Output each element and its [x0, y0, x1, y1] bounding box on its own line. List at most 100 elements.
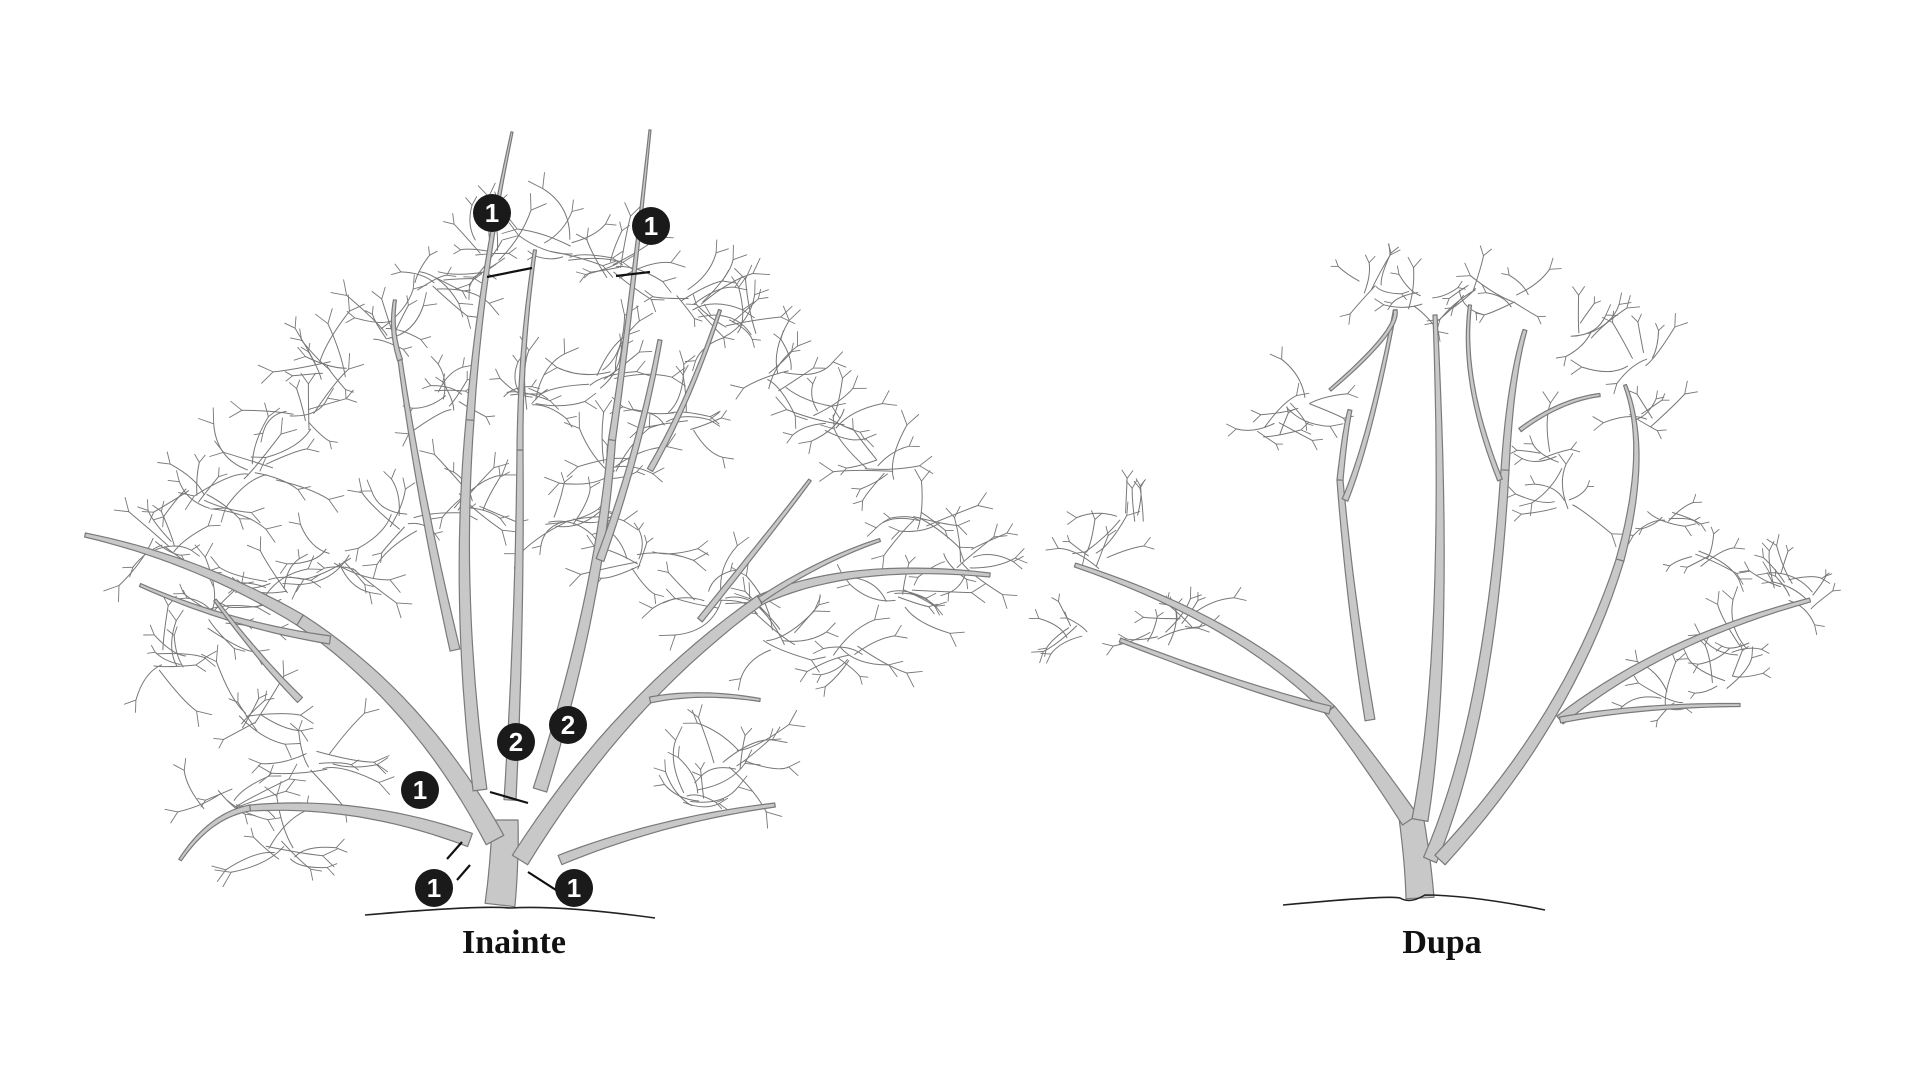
- twig-fork: [818, 594, 830, 606]
- twig: [259, 713, 302, 732]
- twig: [767, 379, 796, 417]
- twig: [1508, 274, 1529, 296]
- twig-fork: [657, 561, 669, 573]
- twig-fork: [1479, 245, 1492, 257]
- twig: [516, 228, 571, 247]
- twig-fork: [1762, 667, 1771, 679]
- twig-cluster: [1739, 533, 1831, 589]
- twig-fork: [733, 531, 750, 547]
- limb-left-mid: [138, 582, 332, 645]
- twig: [1775, 575, 1790, 597]
- twig: [954, 517, 962, 563]
- twig-fork: [1477, 285, 1487, 294]
- marker-thin-center-right: 2: [549, 706, 587, 744]
- twig-fork: [806, 376, 817, 385]
- twig-fork: [643, 290, 654, 303]
- twig-fork: [602, 260, 618, 278]
- svg-text:1: 1: [485, 198, 499, 228]
- twig: [602, 314, 626, 371]
- twig-fork: [636, 360, 650, 377]
- twig: [1263, 429, 1302, 438]
- twig-fork: [1687, 690, 1696, 699]
- twig: [1515, 493, 1555, 503]
- twig: [1581, 365, 1628, 373]
- twig: [690, 417, 722, 430]
- twig: [442, 381, 455, 411]
- twig-fork: [531, 379, 540, 390]
- twig-fork: [420, 336, 432, 349]
- twig-fork: [565, 567, 582, 587]
- ground-line-before: [364, 906, 656, 919]
- twig: [1349, 285, 1376, 315]
- twig-fork: [218, 467, 228, 478]
- twig: [969, 557, 1016, 569]
- twig: [542, 188, 571, 240]
- twig: [299, 523, 330, 554]
- twig-fork: [563, 411, 580, 429]
- twig-fork: [908, 576, 919, 586]
- twig-fork: [940, 592, 950, 602]
- twig: [298, 729, 309, 768]
- twig-fork: [888, 660, 904, 678]
- caption-after: Dupa: [1402, 924, 1482, 961]
- twig-fork: [1347, 385, 1359, 398]
- twig: [294, 846, 337, 858]
- twig-fork: [1761, 540, 1775, 552]
- twig: [1570, 314, 1607, 337]
- twig-fork: [693, 552, 709, 572]
- twig-fork: [718, 797, 729, 810]
- svg-text:1: 1: [413, 775, 427, 805]
- twig-fork: [1374, 298, 1385, 312]
- twig-fork: [820, 414, 835, 430]
- twig: [693, 429, 724, 458]
- twig: [700, 769, 705, 799]
- twig-cluster: [103, 497, 222, 603]
- twig-fork: [671, 367, 686, 387]
- twig-fork: [837, 464, 847, 476]
- twig-fork: [697, 303, 712, 318]
- twig: [338, 562, 370, 593]
- twig-fork: [153, 516, 164, 528]
- twig: [352, 568, 397, 604]
- twig-fork: [565, 415, 577, 428]
- twig: [135, 664, 163, 701]
- twig-fork: [347, 477, 363, 494]
- twig: [972, 553, 1014, 563]
- twig-fork: [1593, 296, 1602, 304]
- twig-fork: [1572, 286, 1585, 296]
- twig-fork: [310, 868, 323, 881]
- twig: [1432, 287, 1459, 299]
- twig: [307, 383, 310, 431]
- twig-fork: [1592, 416, 1604, 431]
- twig-fork: [327, 387, 340, 401]
- twig-fork: [653, 774, 665, 787]
- twig: [155, 541, 182, 556]
- twig-fork: [794, 668, 808, 683]
- twig: [1363, 262, 1371, 294]
- twig-fork: [740, 726, 753, 736]
- twig: [327, 323, 346, 378]
- twig: [690, 786, 739, 803]
- twig: [540, 383, 590, 395]
- twig: [729, 319, 753, 340]
- twig-fork: [770, 396, 788, 416]
- twig: [1458, 289, 1477, 313]
- twig-fork: [662, 277, 677, 293]
- twig: [268, 810, 307, 849]
- twig: [1257, 430, 1277, 445]
- twig: [1632, 519, 1666, 536]
- twig: [265, 845, 324, 857]
- twig-fork: [1045, 536, 1059, 551]
- twig: [697, 762, 746, 791]
- twig-fork: [1626, 295, 1641, 309]
- tree-after-pruning: [1028, 243, 1841, 911]
- twig-fork: [430, 354, 443, 365]
- twig: [225, 474, 268, 509]
- twig: [438, 366, 464, 393]
- twig-fork: [335, 838, 348, 853]
- twig-fork: [914, 468, 931, 482]
- twig-fork: [754, 279, 769, 296]
- twig-fork: [435, 373, 446, 383]
- twig-fork: [1684, 523, 1697, 537]
